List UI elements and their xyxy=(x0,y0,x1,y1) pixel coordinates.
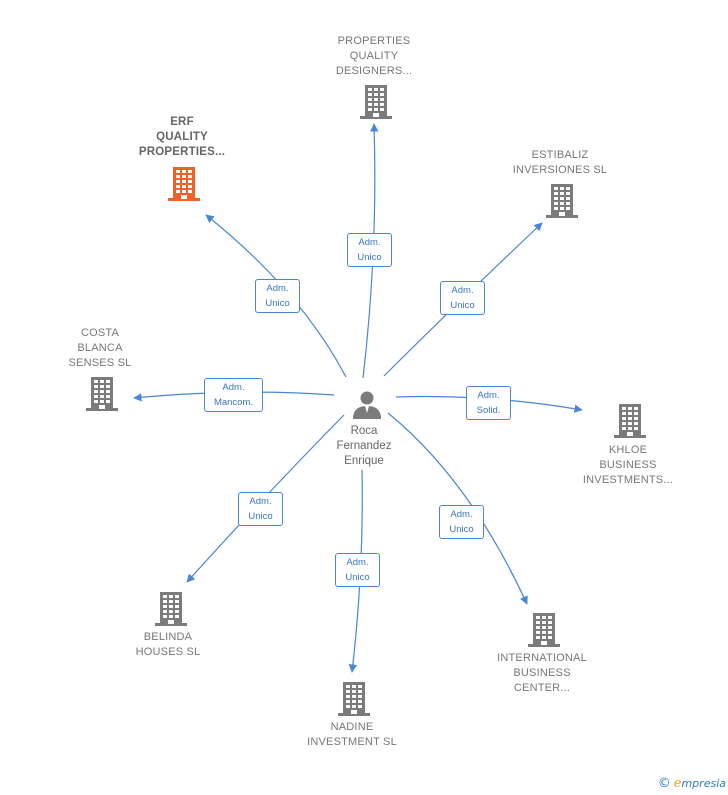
building-icon[interactable] xyxy=(338,682,370,716)
center-name-line: Fernandez xyxy=(336,440,392,452)
company-label-line: INVESTMENT SL xyxy=(307,736,397,748)
company-label-line: NADINE xyxy=(330,721,374,733)
company-label-line: PROPERTIES... xyxy=(138,146,226,158)
relation-line: Unico xyxy=(345,572,370,583)
company-label-line: BLANCA xyxy=(77,342,123,354)
building-icon[interactable] xyxy=(546,184,578,218)
company-label-belinda-houses[interactable]: BELINDA HOUSES SL xyxy=(88,630,248,660)
relation-line: Unico xyxy=(357,252,382,263)
center-name-line: Enrique xyxy=(344,455,384,467)
relation-line: Unico xyxy=(450,300,475,311)
company-label-line: QUALITY xyxy=(349,50,399,62)
relation-line: Adm. xyxy=(346,557,369,568)
relation-badge-international-business-center[interactable]: Adm. Unico xyxy=(439,505,484,539)
relation-line: Unico xyxy=(449,524,474,535)
company-label-line: COSTA xyxy=(80,327,120,339)
company-label-international-business-center[interactable]: INTERNATIONAL BUSINESS CENTER... xyxy=(462,651,622,696)
relation-line: Adm. xyxy=(450,509,473,520)
company-label-line: INVESTMENTS... xyxy=(582,474,674,486)
company-label-line: BUSINESS xyxy=(513,667,571,679)
company-label-line: QUALITY xyxy=(156,131,208,143)
brand-initial: e xyxy=(673,776,682,791)
company-label-erf-quality-properties[interactable]: ERF QUALITY PROPERTIES... xyxy=(102,115,262,160)
company-label-line: KHLOE xyxy=(608,444,648,456)
relation-line: Adm. xyxy=(477,390,500,401)
company-label-line: HOUSES SL xyxy=(135,646,201,658)
relation-badge-belinda-houses[interactable]: Adm. Unico xyxy=(238,492,283,526)
relation-line: Adm. xyxy=(249,496,272,507)
relation-line: Adm. xyxy=(451,285,474,296)
building-icon[interactable] xyxy=(168,167,200,201)
center-person-name[interactable]: Roca Fernandez Enrique xyxy=(304,424,424,469)
building-icon[interactable] xyxy=(86,377,118,411)
company-label-khloe-business-investments[interactable]: KHLOE BUSINESS INVESTMENTS... xyxy=(548,443,708,488)
relation-line: Adm. xyxy=(266,283,289,294)
company-label-line: CENTER... xyxy=(513,682,571,694)
company-label-line: PROPERTIES xyxy=(337,35,411,47)
company-label-costa-blanca-senses[interactable]: COSTA BLANCA SENSES SL xyxy=(20,326,180,371)
relation-badge-erf-quality-properties[interactable]: Adm. Unico xyxy=(255,279,300,313)
company-label-line: BELINDA xyxy=(143,631,193,643)
company-label-line: ESTIBALIZ xyxy=(531,149,589,161)
relation-badge-nadine-investment[interactable]: Adm. Unico xyxy=(335,553,380,587)
relation-line: Adm. xyxy=(222,382,245,393)
building-icon[interactable] xyxy=(614,404,646,438)
company-label-line: INTERNATIONAL xyxy=(497,652,587,664)
company-label-line: SENSES SL xyxy=(68,357,132,369)
relation-badge-khloe-business-investments[interactable]: Adm. Solid. xyxy=(466,386,511,420)
center-name-line: Roca xyxy=(350,425,378,437)
relation-line: Unico xyxy=(248,511,273,522)
company-label-line: INVERSIONES SL xyxy=(512,164,608,176)
person-icon[interactable] xyxy=(351,389,383,421)
empresia-watermark[interactable]: ©empresia xyxy=(658,776,726,791)
company-label-line: BUSINESS xyxy=(599,459,657,471)
building-icon[interactable] xyxy=(528,613,560,647)
copyright-icon: © xyxy=(657,776,671,791)
building-icon[interactable] xyxy=(155,592,187,626)
company-label-properties-quality-designers[interactable]: PROPERTIES QUALITY DESIGNERS... xyxy=(294,34,454,79)
relation-badge-estibaliz-inversiones[interactable]: Adm. Unico xyxy=(440,281,485,315)
building-icon[interactable] xyxy=(360,85,392,119)
company-label-line: DESIGNERS... xyxy=(335,65,413,77)
relation-line: Adm. xyxy=(358,237,381,248)
relation-line: Solid. xyxy=(476,405,501,416)
edge-international-business-center xyxy=(387,412,528,605)
relation-line: Mancom. xyxy=(213,397,254,408)
company-label-estibaliz-inversiones[interactable]: ESTIBALIZ INVERSIONES SL xyxy=(480,148,640,178)
relation-badge-costa-blanca-senses[interactable]: Adm. Mancom. xyxy=(204,378,263,412)
company-label-line: ERF xyxy=(170,116,194,128)
company-label-nadine-investment[interactable]: NADINE INVESTMENT SL xyxy=(272,720,432,750)
relation-line: Unico xyxy=(265,298,290,309)
relation-badge-properties-quality-designers[interactable]: Adm. Unico xyxy=(347,233,392,267)
brand-name: mpresia xyxy=(681,777,726,790)
